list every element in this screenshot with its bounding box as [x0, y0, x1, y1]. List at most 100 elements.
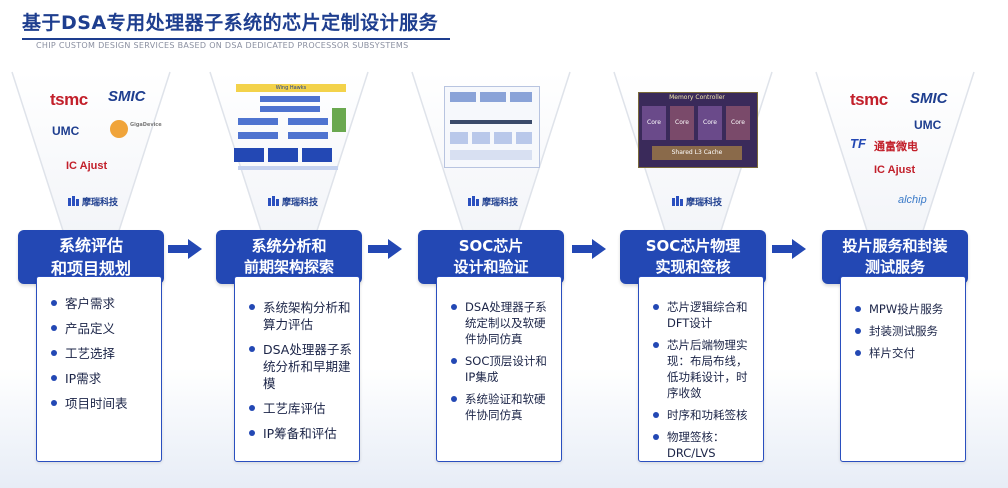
list-item: 芯片后端物理实现：布局布线，低功耗设计，时序收敛 — [653, 337, 757, 401]
company-logo-icon: 摩瑞科技 — [268, 196, 318, 208]
die-label-shared-l3: Shared L3 Cache — [652, 146, 742, 160]
company-logo-icon: 摩瑞科技 — [468, 196, 518, 208]
list-item: 时序和功耗签核 — [653, 407, 757, 423]
heading-line-2: 前期架构探索 — [243, 258, 334, 276]
architecture-diagram: Wing Hawks 摩瑞科技 — [228, 78, 350, 238]
page-subtitle: CHIP CUSTOM DESIGN SERVICES BASED ON DSA… — [36, 41, 409, 50]
content-box-system-analysis: 系统架构分析和算力评估 DSA处理器子系统分析和早期建模 工艺库评估 IP筹备和… — [234, 276, 360, 462]
list-item: 产品定义 — [51, 320, 155, 337]
list-item: 工艺选择 — [51, 345, 155, 362]
partner-logos: tsmc SMIC UMC GigaDevice IC Ajust 摩瑞科技 — [30, 78, 162, 238]
tsmc-logo: tsmc — [50, 90, 88, 109]
soc-block — [516, 132, 532, 144]
list-item: SOC顶层设计和IP集成 — [451, 353, 555, 385]
arrow-right-icon — [368, 239, 402, 259]
heading-line-1: 系统评估 — [58, 236, 123, 255]
content-box-physical-implementation: 芯片逻辑综合和DFT设计 芯片后端物理实现：布局布线，低功耗设计，时序收敛 时序… — [638, 276, 764, 462]
list-item: MPW投片服务 — [855, 301, 959, 317]
title-underline — [22, 38, 450, 40]
tsmc-logo: tsmc — [850, 90, 888, 109]
heading-tapeout-packaging: 投片服务和封装 测试服务 — [822, 230, 968, 284]
column-tapeout-packaging: tsmc SMIC UMC TF 通富微电 IC Ajust alchip 投片… — [814, 70, 976, 488]
svg-text:摩瑞科技: 摩瑞科技 — [82, 196, 118, 208]
soc-block — [450, 132, 468, 144]
soc-block — [472, 132, 490, 144]
svg-text:摩瑞科技: 摩瑞科技 — [686, 196, 722, 208]
diagram-block — [260, 96, 320, 102]
gigadevice-logo-text: GigaDevice — [130, 122, 162, 128]
soc-bus — [450, 120, 532, 124]
partner-logos: tsmc SMIC UMC TF 通富微电 IC Ajust alchip — [834, 78, 956, 238]
soc-block — [450, 150, 532, 160]
heading-system-analysis: 系统分析和 前期架构探索 — [216, 230, 362, 284]
list-item: IP筹备和评估 — [249, 425, 353, 442]
umc-logo: UMC — [914, 118, 942, 132]
list-item: IP需求 — [51, 370, 155, 387]
content-box-soc-design: DSA处理器子系统定制以及软硬件协同仿真 SOC顶层设计和IP集成 系统验证和软… — [436, 276, 562, 462]
list-item: 封装测试服务 — [855, 323, 959, 339]
list-item: 系统验证和软硬件协同仿真 — [451, 391, 555, 423]
soc-block — [494, 132, 512, 144]
company-logo-icon: 摩瑞科技 — [68, 196, 118, 208]
diagram-side-block — [332, 108, 346, 132]
diagram-block — [302, 148, 332, 162]
heading-line-2: 设计和验证 — [453, 258, 529, 276]
heading-system-assessment: 系统评估 和项目规划 — [18, 230, 164, 284]
tongfu-logo: 通富微电 — [874, 141, 918, 153]
heading-line-1: SOC芯片物理 — [645, 237, 741, 255]
list-item: DSA处理器子系统定制以及软硬件协同仿真 — [451, 299, 555, 347]
list-item: 芯片逻辑综合和DFT设计 — [653, 299, 757, 331]
company-logo-icon: 摩瑞科技 — [672, 196, 722, 208]
page-title: 基于DSA专用处理器子系统的芯片定制设计服务 — [22, 12, 439, 34]
die-core: Core — [726, 106, 750, 140]
content-box-system-assessment: 客户需求 产品定义 工艺选择 IP需求 项目时间表 — [36, 276, 162, 462]
diagram-header: Wing Hawks — [236, 84, 346, 92]
soc-block — [450, 92, 476, 102]
diagram-block — [234, 148, 264, 162]
diagram-block — [260, 106, 320, 112]
diagram-block — [238, 132, 278, 139]
die-core: Core — [698, 106, 722, 140]
diagram-bar — [238, 166, 338, 170]
list-item: 项目时间表 — [51, 395, 155, 412]
smic-logo: SMIC — [910, 90, 948, 107]
column-system-analysis: Wing Hawks 摩瑞科技 系统分析和 前期架构探索 系统架构分析和算力评估… — [208, 70, 370, 488]
funnel-shape — [815, 71, 975, 241]
tf-logo: TF — [850, 136, 866, 151]
list-item: 系统架构分析和算力评估 — [249, 299, 353, 333]
smic-logo: SMIC — [108, 88, 146, 105]
heading-line-2: 和项目规划 — [50, 259, 131, 278]
list-item: 工艺库评估 — [249, 400, 353, 417]
arrow-right-icon — [572, 239, 606, 259]
alchip-logo: alchip — [898, 194, 927, 206]
heading-line-1: 系统分析和 — [251, 237, 327, 255]
diagram-block — [288, 132, 328, 139]
column-soc-design: 摩瑞科技 SOC芯片 设计和验证 DSA处理器子系统定制以及软硬件协同仿真 SO… — [410, 70, 572, 488]
umc-logo: UMC — [52, 124, 80, 138]
die-core: Core — [670, 106, 694, 140]
list-item: 样片交付 — [855, 345, 959, 361]
soc-block-diagram: 摩瑞科技 — [430, 78, 552, 238]
arrow-right-icon — [772, 239, 806, 259]
list-item: DSA处理器子系统分析和早期建模 — [249, 341, 353, 392]
soc-block — [510, 92, 532, 102]
column-system-assessment: tsmc SMIC UMC GigaDevice IC Ajust 摩瑞科技 系… — [10, 70, 172, 488]
heading-physical-implementation: SOC芯片物理 实现和签核 — [620, 230, 766, 284]
gigadevice-logo-icon — [110, 120, 128, 138]
column-physical-implementation: Memory Controller Core Core Core Core Sh… — [612, 70, 774, 488]
list-item: 客户需求 — [51, 295, 155, 312]
heading-soc-design: SOC芯片 设计和验证 — [418, 230, 564, 284]
die-photo: Memory Controller Core Core Core Core Sh… — [632, 78, 758, 238]
diagram-block — [268, 148, 298, 162]
soc-block — [480, 92, 506, 102]
icajust-logo: IC Ajust — [66, 160, 108, 172]
list-item: 物理签核：DRC/LVS — [653, 429, 757, 461]
heading-line-1: 投片服务和封装 — [842, 237, 948, 255]
die-label-memory-controller: Memory Controller — [669, 94, 725, 101]
arrow-right-icon — [168, 239, 202, 259]
heading-line-2: 测试服务 — [864, 258, 925, 276]
content-box-tapeout-packaging: MPW投片服务 封装测试服务 样片交付 — [840, 276, 966, 462]
heading-line-1: SOC芯片 — [458, 237, 524, 255]
die-core: Core — [642, 106, 666, 140]
heading-line-2: 实现和签核 — [655, 258, 731, 276]
